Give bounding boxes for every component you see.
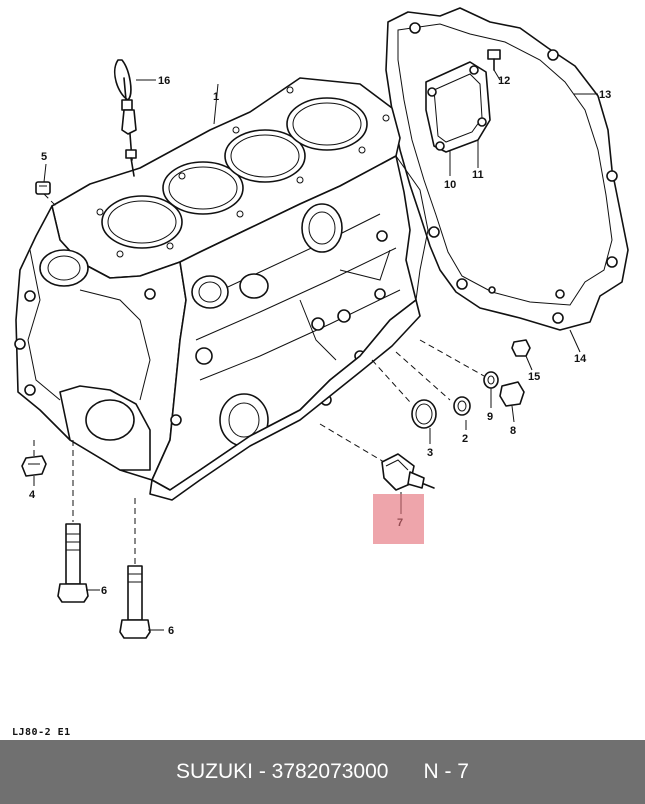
callout-13: 13 [599,89,611,101]
callout-4: 4 [29,489,36,501]
callout-12: 12 [498,75,510,87]
highlighted-part-marker [373,494,424,544]
callout-9: 9 [487,411,493,423]
access-cover [425,61,491,153]
callout-3: 3 [427,447,433,459]
plug-8 [499,381,525,407]
engine-block-diagram: 1 2 3 4 5 6 6 7 8 9 10 11 12 13 14 15 16 [14,7,629,639]
bolt-15 [511,339,531,357]
washer-9 [483,371,499,389]
callout-6-left: 6 [101,585,107,597]
part-number-footer: SUZUKI - 3782073000 N - 7 [0,740,645,804]
plug-5 [35,181,51,195]
callout-11: 11 [472,169,484,181]
callout-labels: 1 2 3 4 5 6 6 7 8 9 10 11 12 13 14 15 16 [29,75,611,637]
plug-4 [21,455,47,477]
plug-2 [453,396,471,416]
callout-2: 2 [462,433,468,445]
cylinder-block [14,77,429,501]
bolt-6-left [57,523,89,603]
oil-pressure-switch [319,423,435,491]
oil-dipstick [113,59,137,177]
callout-6-right: 6 [168,625,174,637]
callout-16: 16 [158,75,170,87]
callout-5: 5 [41,151,47,163]
callout-8: 8 [510,425,516,437]
callout-15: 15 [528,371,540,383]
footer-text: SUZUKI - 3782073000 N - 7 [176,760,469,783]
callout-10: 10 [444,179,456,191]
bolt-6-right [119,565,151,639]
leader-lines [33,69,598,631]
seal-3 [411,399,437,429]
callout-1: 1 [213,91,219,103]
bolt-12 [487,49,501,71]
rear-plate [385,7,629,331]
callout-14: 14 [574,353,587,365]
diagram-code: LJ80-2 E1 [12,727,71,738]
